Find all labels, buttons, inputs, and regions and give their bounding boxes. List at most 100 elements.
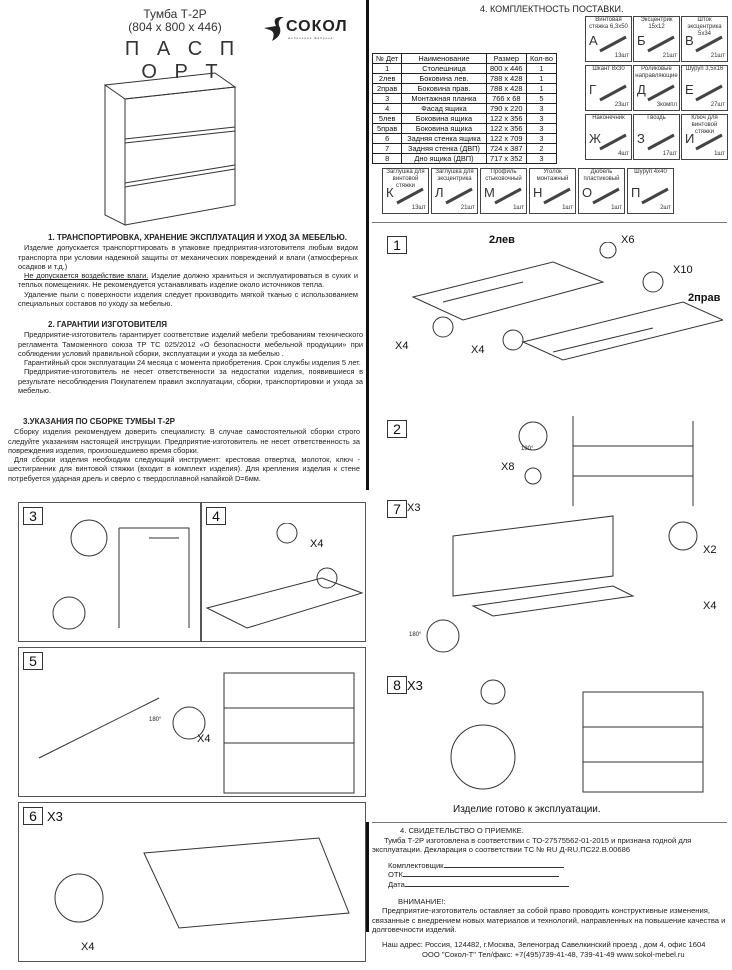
column-divider <box>366 822 369 932</box>
step-number: 7 <box>387 500 407 518</box>
hardware-icon <box>543 187 571 205</box>
section-1-p1: Изделие допускается транспорттировать в … <box>18 243 358 271</box>
hardware-qty: 1шт <box>562 205 573 211</box>
table-cell: 3 <box>525 113 558 124</box>
section-3-title: 3.УКАЗАНИЯ ПО СБОРКЕ ТУМБЫ Т-2Р <box>23 417 175 426</box>
step-7-panel: 7 X3 X2 X4 180° <box>383 496 728 661</box>
hardware-qty: 17шт <box>662 151 677 157</box>
table-cell: Фасад ящика <box>401 103 487 114</box>
hardware-letter: В <box>685 33 694 48</box>
table-cell: Дно ящика (ДВП) <box>401 153 487 164</box>
table-cell: 122 x 356 <box>485 113 527 124</box>
address: Наш адрес: Россия, 124482, г.Москва, Зел… <box>382 939 706 949</box>
rotation-angle-label: 180° <box>521 446 534 452</box>
section-warranty: 2. ГАРАНТИИ ИЗГОТОВИТЕЛЯ Предприятие-изг… <box>18 320 363 395</box>
hardware-qty: 1шт <box>513 205 524 211</box>
part-label: 2прав <box>688 292 721 304</box>
hardware-letter: И <box>685 131 695 146</box>
signature-field[interactable]: ОТК <box>388 870 727 880</box>
hardware-name: Эксцентрик 15х12 <box>640 17 673 30</box>
table-cell: 5прав <box>371 123 403 134</box>
hardware-icon <box>445 187 473 205</box>
hardware-name: Роликовые направляющие <box>635 66 678 79</box>
rotation-angle-label: 180° <box>409 632 422 638</box>
step-4-diagram <box>205 523 364 629</box>
step-6-panel: 6 X3 X4 <box>18 802 366 962</box>
sokol-logo: СОКОЛ мебельная фабрика <box>262 14 352 44</box>
hardware-name: Шкант 8х30 <box>592 66 625 72</box>
logo-text: СОКОЛ <box>286 18 348 35</box>
table-cell: 1 <box>525 83 558 94</box>
rotation-angle-label: 180° <box>149 717 162 723</box>
hardware-qty: 27шт <box>710 102 725 108</box>
multiplier-label: X6 <box>621 234 635 246</box>
multiplier-label: X3 <box>407 678 423 693</box>
product-title: Тумба Т-2Р (804 x 800 x 446) <box>110 8 240 34</box>
field-label: Комплектовщик <box>388 860 444 870</box>
section-2-p3: Предприятие-изготовитель не несет ответс… <box>18 367 363 396</box>
column-header: Размер <box>485 53 527 64</box>
hardware-qty: 13шт <box>411 205 426 211</box>
hardware-icon <box>599 133 627 151</box>
hardware-name: Заглушка для винтовой стяжки <box>386 169 425 189</box>
hardware-name: Профиль стыковочный <box>485 169 522 182</box>
step-5-diagram <box>38 672 355 794</box>
multiplier-label: X4 <box>81 941 95 953</box>
table-cell: 3 <box>525 103 558 114</box>
section-1-p2: Изделие должно храниться и эксплуатирова… <box>18 271 358 290</box>
table-cell: Столешница <box>401 63 487 74</box>
hardware-icon <box>695 133 723 151</box>
table-cell: Боковина лев. <box>401 73 487 84</box>
hardware-icon <box>599 84 627 102</box>
table-cell: 6 <box>371 133 403 144</box>
step-6-diagram <box>54 837 350 929</box>
acceptance-certificate: 4. СВИДЕТЕЛЬСТВО О ПРИЕМКЕ. Тумба Т-2Р и… <box>372 826 727 959</box>
passport-title: П А С П О Р Т <box>124 38 241 83</box>
step-number: 6 <box>23 807 43 825</box>
multiplier-label: X4 <box>310 538 324 550</box>
table-cell: Задняя стенка ящика <box>401 133 487 144</box>
table-cell: 122 x 356 <box>485 123 527 134</box>
moisture-warning: Не допускается воздействие влаги. <box>24 271 149 281</box>
hardware-letter: Г <box>589 82 597 97</box>
signature-field[interactable]: Комплектовщик <box>388 861 727 871</box>
hardware-letter: К <box>386 185 394 200</box>
hardware-icon <box>494 187 522 205</box>
hardware-letter: П <box>631 185 641 200</box>
hardware-name: Шток эксцентрика 5х34 <box>687 17 722 37</box>
step-4-panel: 4 X4 <box>201 502 366 642</box>
multiplier-label: X3 <box>407 502 421 514</box>
multiplier-label: X2 <box>703 544 717 556</box>
section-2-title: 2. ГАРАНТИИ ИЗГОТОВИТЕЛЯ <box>48 320 167 329</box>
hardware-letter: А <box>589 33 598 48</box>
step-5-panel: 5 X4 180° <box>18 647 366 797</box>
table-cell: 3 <box>525 123 558 134</box>
table-header-row: № Дет Наименование Размер Кол-во <box>371 53 558 64</box>
column-header: № Дет <box>371 53 403 64</box>
signature-field[interactable]: Дата <box>388 880 727 890</box>
step-number: 5 <box>23 652 43 670</box>
field-label: Дата <box>388 879 405 889</box>
hardware-qty: 2шт <box>660 205 671 211</box>
hardware-icon <box>647 35 675 53</box>
step-8-diagram <box>450 679 704 793</box>
table-cell: 766 x 68 <box>485 93 527 104</box>
hardware-letter: О <box>582 185 593 200</box>
hardware-icon <box>396 187 424 205</box>
step-8-panel: 8 X3 Изделие готово к эксплуатации. <box>383 672 728 817</box>
section-3-p2: Для сборки изделия необходим следующий и… <box>8 455 360 483</box>
hardware-icon <box>592 187 620 205</box>
column-header: Кол-во <box>525 53 558 64</box>
table-cell: Задняя стенка (ДВП) <box>401 143 487 154</box>
